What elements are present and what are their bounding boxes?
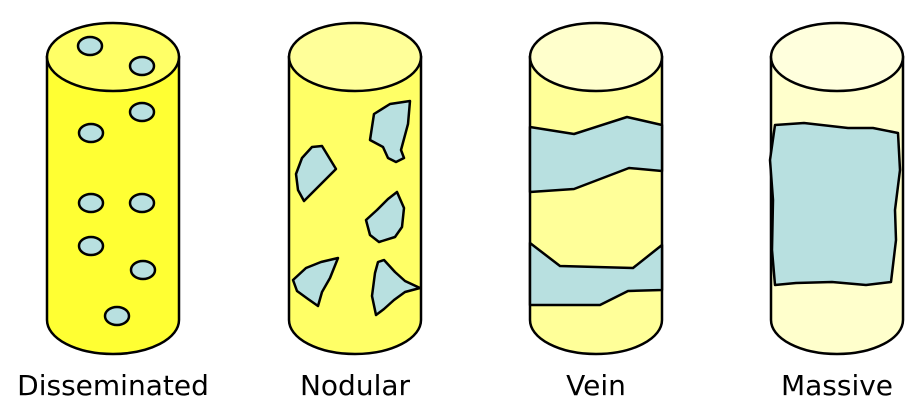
cylinder-disseminated: [47, 23, 179, 354]
ore-grain: [130, 194, 154, 212]
label-massive: Massive: [781, 370, 893, 402]
cylinder-massive: [770, 23, 903, 354]
cylinder-top: [530, 23, 662, 91]
ore-grain: [79, 194, 103, 212]
cylinder-top: [289, 23, 421, 91]
cylinder-nodular: [289, 23, 421, 354]
cylinder-top: [47, 23, 179, 91]
ore-grain: [130, 57, 154, 75]
cylinder-body: [530, 57, 662, 354]
ore-grain: [105, 307, 129, 325]
cylinder-top: [771, 23, 903, 91]
label-disseminated: Disseminated: [17, 370, 209, 402]
ore-grain: [79, 237, 103, 255]
cylinder-vein: [530, 23, 662, 354]
label-nodular: Nodular: [300, 370, 410, 402]
label-vein: Vein: [566, 370, 626, 402]
ore-grain: [130, 103, 154, 121]
ore-massive-body: [770, 123, 900, 285]
ore-grain: [78, 37, 102, 55]
ore-grain: [79, 124, 103, 142]
ore-grain: [131, 261, 155, 279]
